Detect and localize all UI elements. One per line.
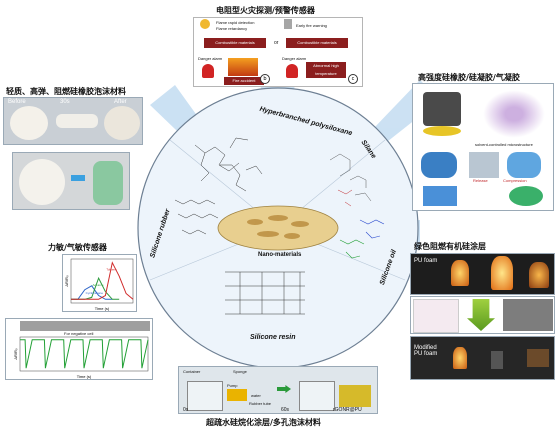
- gel-block: [423, 186, 457, 206]
- strain-sensor-chart: For negative cell Time (s)ΔR/R₀: [5, 318, 153, 380]
- foam-panel-bottom: [12, 152, 130, 210]
- hrr-chart-thumb: [413, 299, 459, 333]
- label-nano-materials: Nano-materials: [258, 252, 302, 258]
- silicone-oil-structure-blue: [359, 219, 385, 239]
- series-line-1: [71, 276, 120, 300]
- alarm-icon-right: [286, 64, 298, 78]
- series-label-2: Toluene: [106, 268, 117, 272]
- series-label-1: Acetone: [93, 283, 104, 287]
- combustible-box-left: Combustible materials: [204, 38, 266, 48]
- gel-compression: [469, 152, 499, 178]
- foam-compressed: [56, 114, 98, 128]
- series-line-0: [20, 339, 149, 369]
- coating-panel-pu: PU foam: [410, 253, 555, 295]
- fire-sensor-panel: Flame rapid detection Flame retardancy E…: [193, 17, 363, 87]
- down-arrow-icon: [467, 299, 495, 331]
- flame-3: [529, 262, 549, 288]
- flame-small-1: [453, 347, 467, 369]
- sun-icon: [200, 19, 210, 29]
- plot-frame: [70, 258, 134, 304]
- title-sensor: 力敏/气敏传感器: [48, 243, 107, 252]
- title-foam: 轻质、高弹、阻燃硅橡胶泡沫材料: [6, 87, 126, 96]
- microstructure-network: [483, 90, 545, 138]
- char-sample: [491, 351, 503, 369]
- hyperbranched-structure: [194, 137, 263, 192]
- title-coating: 绿色阻燃有机硅涂层: [414, 242, 486, 251]
- gel-green: [509, 186, 543, 206]
- coating-panel-modified: Modified PU foam: [410, 336, 555, 380]
- thermometer-icon: [284, 19, 292, 29]
- aerogel-cylinder: [423, 92, 461, 126]
- strain-sensor-svg: Time (s) ΔR/R₀: [13, 336, 149, 379]
- strain-photo-strip: [20, 321, 150, 331]
- aerogel-panel: solvent-controlled microstructure Releas…: [412, 83, 554, 211]
- product-sponge: [339, 385, 371, 407]
- series-label-0: Cyclohexane: [86, 291, 104, 295]
- gas-sensor-chart: Time (s) ΔR/R₀ Cyclohexane Acetone Toluene: [62, 254, 137, 312]
- char-residue: [527, 349, 549, 367]
- pump-left: [227, 389, 247, 401]
- silicone-oil-structure-green: [339, 239, 365, 259]
- alarm-icon-left: [202, 64, 214, 78]
- flame-2: [491, 256, 513, 290]
- silicone-resin-network: [225, 271, 305, 315]
- fire-photo: [228, 58, 258, 76]
- oil-panel: Container Sponge Pump water Rubber tube …: [178, 366, 378, 414]
- nano-ellipse: [217, 205, 339, 251]
- y-axis-label: ΔR/R₀: [13, 348, 18, 360]
- combustible-box-right: Combustible materials: [286, 38, 348, 48]
- container-right: [299, 381, 335, 411]
- arrow-double-icon: [71, 175, 85, 181]
- foam-disc-after: [104, 106, 140, 140]
- foam-panel-top: Before 30s After: [3, 97, 143, 145]
- silane-structures: [329, 153, 372, 202]
- foam-squeezed-in-hand: [93, 161, 123, 205]
- foam-disc-before: [10, 106, 48, 140]
- sem-image: [503, 299, 553, 331]
- label-silicone-resin: Silicone resin: [250, 334, 296, 341]
- title-superhydrophobic: 超疏水硅烷化涂层/多孔泡沫材料: [206, 418, 321, 427]
- gel-arc: [421, 152, 457, 178]
- series-line-2: [71, 261, 134, 300]
- gel-loop: [507, 152, 541, 178]
- green-arrow-icon: [277, 385, 291, 393]
- title-aerogel: 高强度硅橡胶/硅凝胶/气凝胶: [418, 73, 520, 82]
- x-axis-label: Time (s): [77, 374, 92, 379]
- container-left: [187, 381, 223, 411]
- y-axis-label: ΔR/R₀: [64, 275, 69, 287]
- silicone-rubber-chains: [174, 199, 219, 235]
- title-fire-sensor: 电阻型火灾探测/预警传感器: [216, 6, 315, 15]
- foam-disc-flexible: [19, 159, 65, 205]
- plot-frame: [19, 336, 149, 372]
- coating-panel-chart: [410, 296, 555, 334]
- flower-base: [423, 126, 461, 136]
- gas-sensor-svg: Time (s) ΔR/R₀ Cyclohexane Acetone Toluene: [64, 258, 134, 311]
- flame-1: [451, 260, 469, 286]
- x-axis-label: Time (s): [95, 306, 110, 311]
